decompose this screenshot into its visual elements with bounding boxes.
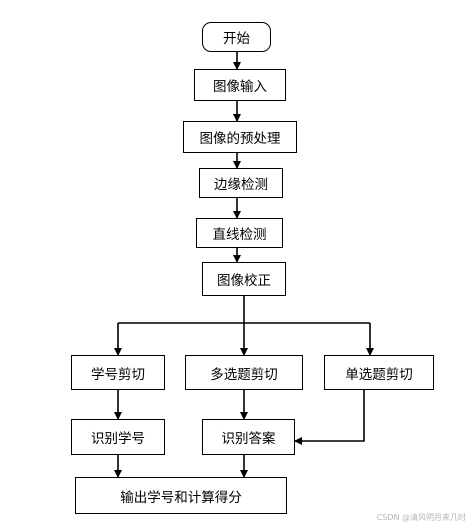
node-output: 输出学号和计算得分 xyxy=(75,477,287,514)
node-single-crop: 单选题剪切 xyxy=(324,355,434,390)
node-recognize-id: 识别学号 xyxy=(71,419,165,455)
node-preprocess: 图像的预处理 xyxy=(183,121,297,153)
arrow-single-crop-to-recognize-answer xyxy=(294,390,365,445)
node-multi-crop: 多选题剪切 xyxy=(185,355,303,390)
node-image-correct: 图像校正 xyxy=(202,262,286,296)
node-id-crop: 学号剪切 xyxy=(71,355,165,390)
node-line-detect: 直线检测 xyxy=(196,218,283,248)
node-image-input: 图像输入 xyxy=(194,69,286,101)
watermark: CSDN @清风明月来几时 xyxy=(376,513,466,522)
node-edge-detect: 边缘检测 xyxy=(199,168,283,198)
node-recognize-answer: 识别答案 xyxy=(202,419,295,455)
node-start: 开始 xyxy=(202,22,271,52)
